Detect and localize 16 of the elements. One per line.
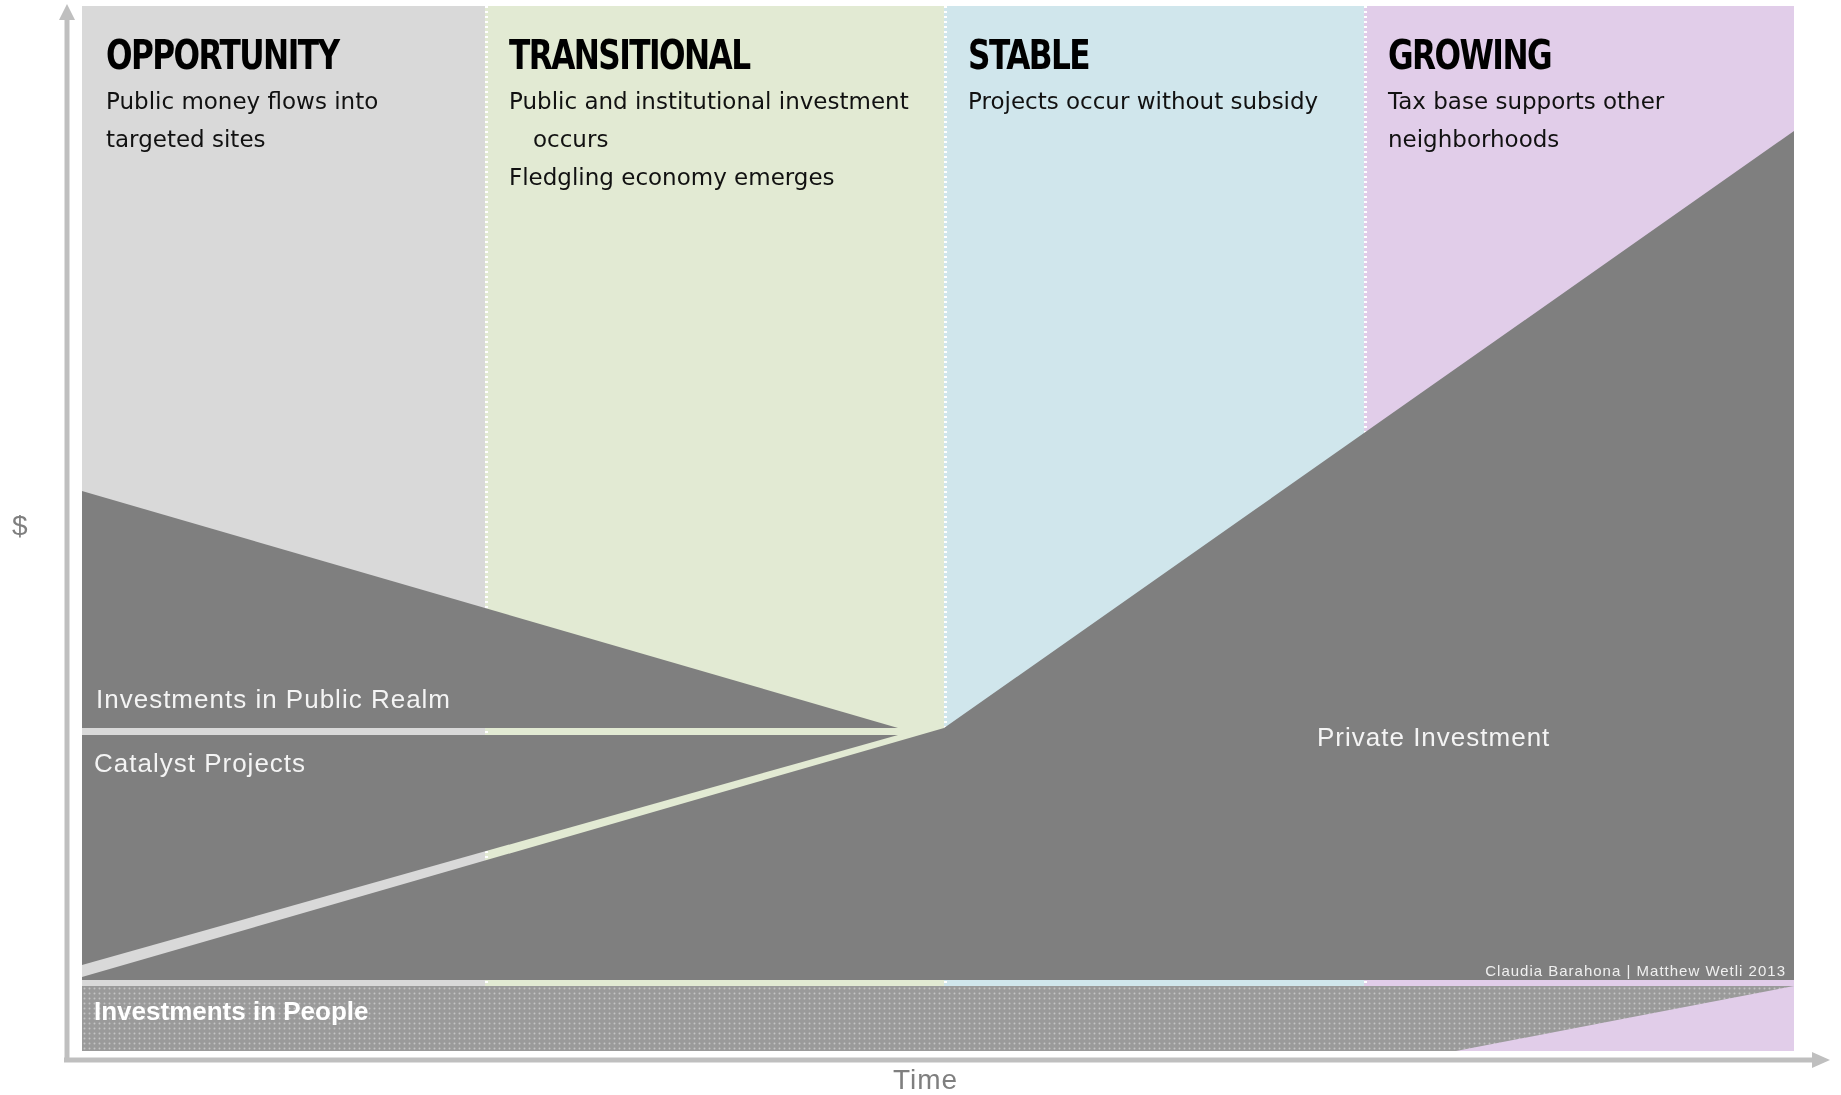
phase-description: Projects occur without subsidy bbox=[968, 87, 1320, 116]
credit-text: Claudia Barahona | Matthew Wetli 2013 bbox=[1485, 962, 1786, 979]
axis-label: $ bbox=[12, 510, 29, 542]
area-label: Investments in People bbox=[94, 996, 369, 1027]
phase-heading: TRANSITIONAL bbox=[509, 32, 750, 78]
phase-heading: GROWING bbox=[1388, 32, 1551, 78]
phase-description: Public money flows into targeted sites bbox=[106, 87, 380, 154]
phase-description: Public and institutional investment occurs bbox=[509, 87, 910, 154]
area-label: Private Investment bbox=[1317, 722, 1551, 753]
axis-label: Time bbox=[893, 1064, 959, 1095]
phase-description: Fledgling economy emerges bbox=[509, 163, 836, 192]
phase-description: Tax base supports other neighborhoods bbox=[1388, 87, 1666, 154]
phase-heading: OPPORTUNITY bbox=[106, 32, 339, 78]
phase-heading: STABLE bbox=[968, 32, 1090, 78]
area-label: Catalyst Projects bbox=[94, 748, 307, 779]
area-label: Investments in Public Realm bbox=[96, 684, 452, 715]
